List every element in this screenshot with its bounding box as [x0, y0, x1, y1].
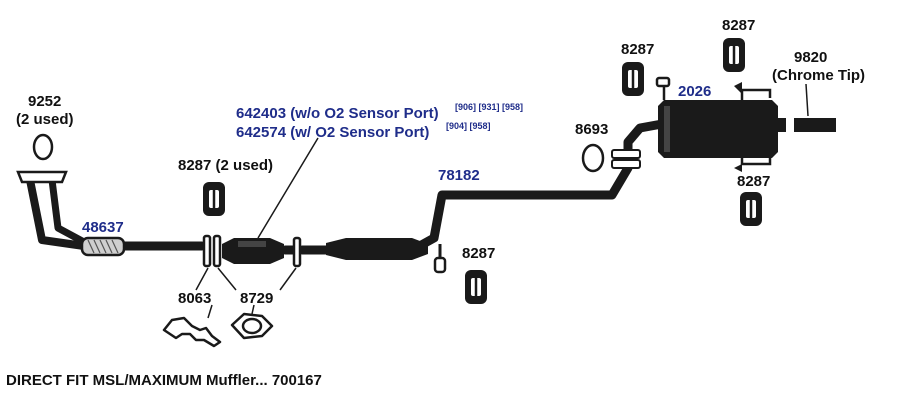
rubber-hanger-8287-left	[203, 182, 225, 216]
label-8287-mid: 8287	[462, 245, 495, 262]
catalytic-converter	[222, 238, 284, 264]
label-8729: 8729	[240, 290, 273, 307]
label-converter-642574: 642574 (w/ O2 Sensor Port)	[236, 124, 429, 141]
label-2026: 2026	[678, 83, 711, 100]
label-48637: 48637	[82, 219, 124, 236]
muffler-2026	[655, 76, 786, 172]
front-pipe-left-branch	[26, 176, 88, 250]
pipe-hanger-tab	[433, 244, 447, 274]
rubber-hanger-8287-top-left	[622, 62, 644, 96]
exhaust-system-diagram: 9252 (2 used) 48637 8287 (2 used) 8063 8…	[16, 17, 865, 348]
label-converter-642574-refs: [904] [958]	[446, 121, 491, 131]
label-9252: 9252	[28, 93, 61, 110]
label-9252-note: (2 used)	[16, 111, 74, 128]
front-pipe-right-branch	[48, 176, 88, 246]
exhaust-pipe-assembly	[26, 119, 667, 255]
leader-lines	[195, 83, 809, 319]
gasket-8063-ring	[202, 234, 212, 268]
flange-8729-right	[292, 236, 302, 268]
label-9820-note: (Chrome Tip)	[772, 67, 865, 84]
label-78182: 78182	[438, 167, 480, 184]
chrome-tip-9820	[794, 118, 836, 132]
y-pipe-flange	[16, 170, 68, 184]
gasket-9252-part	[32, 133, 54, 161]
label-8287-right: 8287	[737, 173, 770, 190]
flange-8729-left	[212, 234, 222, 268]
label-converter-642403-refs: [906] [931] [958]	[455, 102, 523, 112]
gasket-8693-part	[581, 143, 605, 173]
label-8287-top-left: 8287	[621, 41, 654, 58]
rubber-hanger-8287-right	[740, 192, 762, 226]
rubber-hanger-8287-mid	[465, 270, 487, 304]
muffler-inlet-clamp	[611, 149, 641, 169]
gasket-8063-part	[162, 316, 222, 348]
flange-gasket-8729-part	[230, 312, 274, 340]
label-8287-top-right: 8287	[722, 17, 755, 34]
intermediate-pipe-78182	[411, 119, 667, 253]
label-8693: 8693	[575, 121, 608, 138]
flex-pipe-48637	[80, 236, 126, 257]
label-8063: 8063	[178, 290, 211, 307]
label-8287-left: 8287 (2 used)	[178, 157, 273, 174]
diagram-caption: DIRECT FIT MSL/MAXIMUM Muffler... 700167	[6, 372, 322, 389]
resonator-section	[326, 238, 428, 260]
label-9820: 9820	[794, 49, 827, 66]
label-converter-642403: 642403 (w/o O2 Sensor Port)	[236, 105, 439, 122]
rubber-hanger-8287-top-right	[723, 38, 745, 72]
